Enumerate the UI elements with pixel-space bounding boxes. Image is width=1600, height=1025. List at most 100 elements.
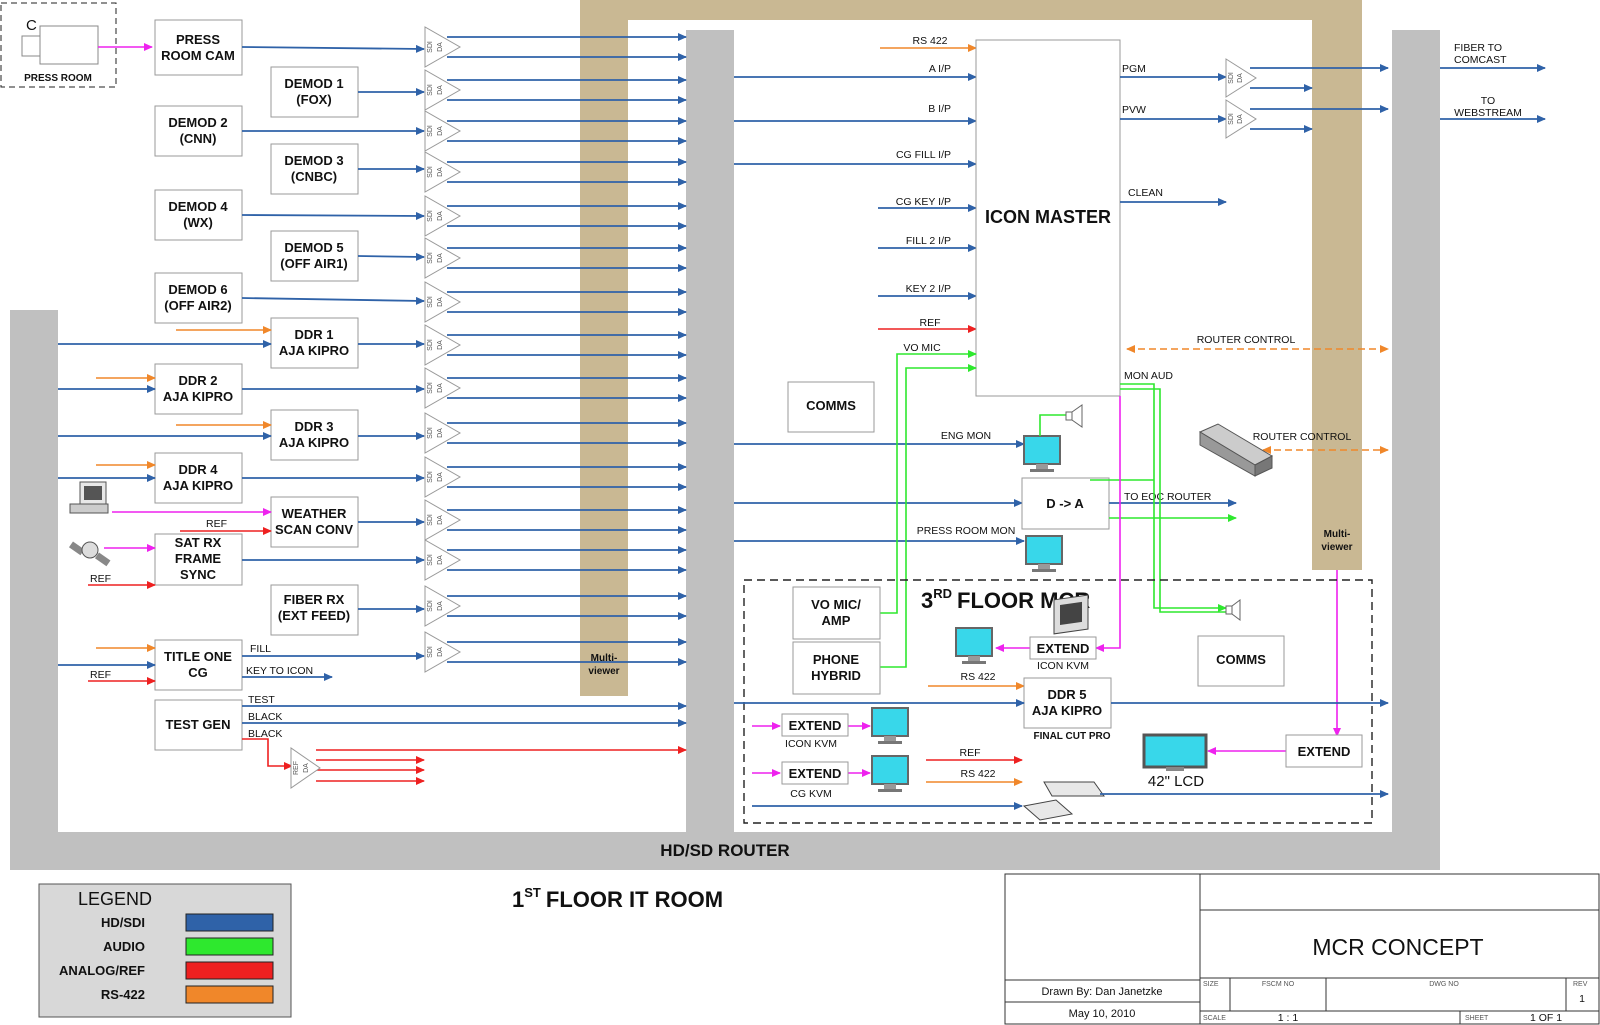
monitor-icon	[871, 707, 909, 744]
icon-input-b: B I/P	[928, 103, 951, 115]
router-outputs	[734, 73, 1025, 545]
legend-title: LEGEND	[78, 889, 152, 909]
svg-text:SDI: SDI	[1228, 113, 1235, 125]
svg-text:SDI: SDI	[427, 252, 434, 264]
source-demod1: DEMOD 1(FOX)	[270, 66, 359, 118]
icon-output-clean: CLEAN	[1128, 187, 1163, 199]
svg-text:COMMS: COMMS	[1216, 652, 1266, 667]
tb-sheet: SHEET	[1465, 1015, 1489, 1022]
svg-text:SDI: SDI	[1228, 72, 1235, 84]
svg-text:SDI: SDI	[427, 514, 434, 526]
icon-output-pvw: PVW	[1122, 104, 1146, 116]
icon-input-cg-fill: CG FILL I/P	[896, 149, 951, 161]
icon-input-a: A I/P	[929, 63, 951, 75]
title-block-title: MCR CONCEPT	[1312, 934, 1483, 960]
tb-sheet-value: 1 OF 1	[1530, 1012, 1562, 1024]
svg-text:SDI: SDI	[427, 554, 434, 566]
svg-text:DEMOD 5(OFF AIR1): DEMOD 5(OFF AIR1)	[280, 240, 347, 271]
tb-scale: SCALE	[1203, 1015, 1226, 1022]
svg-text:SDI: SDI	[427, 125, 434, 137]
source-demod3: DEMOD 3(CNBC)	[270, 143, 359, 195]
svg-text:VO MIC/AMP: VO MIC/AMP	[811, 597, 861, 628]
speaker-icon	[1225, 599, 1241, 621]
svg-text:FIBER RX(EXT FEED): FIBER RX(EXT FEED)	[278, 592, 350, 623]
lcd-42-icon	[1142, 733, 1208, 771]
multiviewer-right-label: Multi-viewer	[1321, 529, 1352, 553]
router-control-label-2: ROUTER CONTROL	[1253, 431, 1352, 443]
mcr-kvm-lines	[752, 396, 1341, 777]
extend-b: EXTEND	[781, 761, 849, 785]
svg-text:EXTEND: EXTEND	[789, 766, 842, 781]
svg-text:DEMOD 1(FOX): DEMOD 1(FOX)	[284, 76, 343, 107]
tb-size: SIZE	[1203, 981, 1219, 988]
monitor-icon	[871, 755, 909, 792]
press-room-area	[0, 2, 117, 88]
icon-input-key2: KEY 2 I/P	[906, 283, 951, 295]
svg-text:DA: DA	[437, 167, 444, 177]
workstation-icon	[1022, 594, 1105, 821]
title-block	[1004, 873, 1600, 1025]
eng-mon-label: ENG MON	[941, 430, 991, 442]
ref-feeds	[88, 527, 687, 785]
drawing-date: May 10, 2010	[1069, 1008, 1136, 1020]
source-demod2: DEMOD 2(CNN)	[154, 105, 243, 157]
extend-icon-kvm: EXTEND	[1029, 636, 1097, 660]
svg-text:DA: DA	[437, 428, 444, 438]
svg-text:DA: DA	[437, 211, 444, 221]
titleone-ref-label: REF	[90, 669, 111, 681]
legend-item: RS-422	[101, 985, 274, 1004]
svg-text:DEMOD 2(CNN): DEMOD 2(CNN)	[168, 115, 227, 146]
third-floor-mcr-area	[743, 579, 1373, 824]
comms-box-1: COMMS	[787, 381, 875, 433]
svg-text:RS-422: RS-422	[101, 987, 145, 1002]
svg-text:SDI: SDI	[427, 427, 434, 439]
svg-text:DA: DA	[437, 253, 444, 263]
icon-input-cg-key: CG KEY I/P	[896, 196, 951, 208]
svg-text:SDI: SDI	[427, 166, 434, 178]
camera-icon	[21, 25, 99, 65]
svg-text:DA: DA	[437, 126, 444, 136]
press-room-mon-label: PRESS ROOM MON	[917, 525, 1016, 537]
svg-text:DA: DA	[437, 555, 444, 565]
black1-label: BLACK	[248, 711, 282, 723]
svg-text:DA: DA	[437, 42, 444, 52]
icon-input-ref: REF	[920, 317, 941, 329]
audio-lines	[880, 350, 1227, 668]
source-demod4: DEMOD 4(WX)	[154, 189, 243, 241]
extend-a-caption: ICON KVM	[785, 738, 837, 750]
svg-text:EXTEND: EXTEND	[1298, 744, 1351, 759]
tb-rev-value: 1	[1579, 993, 1585, 1005]
svg-text:HD/SDI: HD/SDI	[101, 915, 145, 930]
extend-icon-kvm-caption: ICON KVM	[1037, 660, 1089, 672]
router-device-icon	[1198, 423, 1274, 477]
svg-text:DA: DA	[437, 297, 444, 307]
icon-outputs	[1120, 64, 1546, 206]
svg-text:DA: DA	[303, 763, 310, 773]
tb-dwg: DWG NO	[1429, 981, 1459, 988]
